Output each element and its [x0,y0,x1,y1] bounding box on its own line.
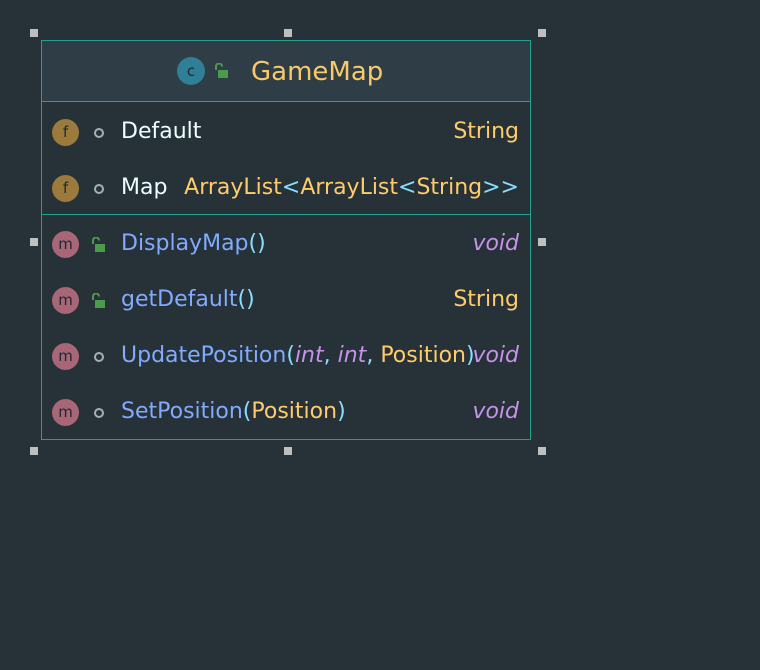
method-row[interactable]: m UpdatePosition(int, int, Position) voi… [42,327,530,383]
generic-close: >> [482,175,519,200]
method-name: UpdatePosition [121,343,287,368]
unlocked-padlock-icon [92,293,105,308]
field-name: Default [121,119,202,144]
field-name: Map [121,175,168,200]
resize-handle-top-right[interactable] [538,29,546,37]
resize-handle-top-left[interactable] [30,29,38,37]
close-paren: ) [465,343,475,368]
unlocked-padlock-icon [215,63,228,78]
resize-handle-middle-left[interactable] [30,238,38,246]
open-paren: ( [242,399,252,424]
return-type: void [472,343,519,368]
method-name: DisplayMap [121,231,249,256]
return-type: void [472,231,519,256]
class-name: GameMap [251,57,384,87]
field-icon: f [52,119,79,146]
class-icon: c [177,57,205,85]
resize-handle-top-middle[interactable] [284,29,292,37]
method-icon: m [52,399,79,426]
method-icon: m [52,343,79,370]
package-visibility-dot-icon [94,184,104,194]
class-header: c GameMap [42,41,530,102]
field-type: ArrayList<ArrayList<String>> [184,173,519,203]
method-signature: DisplayMap() [121,229,266,259]
resize-handle-bottom-right[interactable] [538,447,546,455]
type-inner: ArrayList [300,175,399,200]
return-type: String [453,287,519,312]
open-paren: ( [237,287,247,312]
method-name: SetPosition [121,399,243,424]
close-paren: ) [246,287,255,312]
method-signature: SetPosition(Position) [121,397,346,427]
package-visibility-dot-icon [94,408,104,418]
param-type: int [337,343,367,368]
resize-handle-bottom-middle[interactable] [284,447,292,455]
method-icon: m [52,287,79,314]
field-icon: f [52,175,79,202]
method-signature: getDefault() [121,285,255,315]
generic-open: < [281,175,301,200]
method-signature: UpdatePosition(int, int, Position) [121,341,475,371]
field-row[interactable]: f Map ArrayList<ArrayList<String>> [42,159,530,215]
type-leaf: String [416,175,483,200]
close-paren: ) [257,231,266,256]
open-paren: ( [286,343,295,368]
return-type: void [472,399,519,424]
method-row[interactable]: m getDefault() String [42,271,530,327]
method-row[interactable]: m SetPosition(Position) void [42,383,530,439]
param-type: int [294,343,324,368]
unlocked-padlock-icon [92,237,105,252]
close-paren: ) [337,399,346,424]
generic-open: < [398,175,417,200]
method-icon: m [52,231,79,258]
package-visibility-dot-icon [94,352,104,362]
param-separator: , [323,343,331,368]
field-type: String [453,119,519,144]
param-type: Position [251,399,338,424]
method-name: getDefault [121,287,238,312]
method-row[interactable]: m DisplayMap() void [42,215,530,271]
resize-handle-bottom-left[interactable] [30,447,38,455]
param-separator: , [366,343,374,368]
section-divider [42,214,530,215]
resize-handle-middle-right[interactable] [538,238,546,246]
uml-class-node[interactable]: c GameMap f Default String f Map ArrayLi… [41,40,531,440]
package-visibility-dot-icon [94,128,104,138]
field-row[interactable]: f Default String [42,103,530,159]
param-type: Position [380,343,466,368]
type-outer: ArrayList [184,175,282,200]
open-paren: ( [248,231,258,256]
